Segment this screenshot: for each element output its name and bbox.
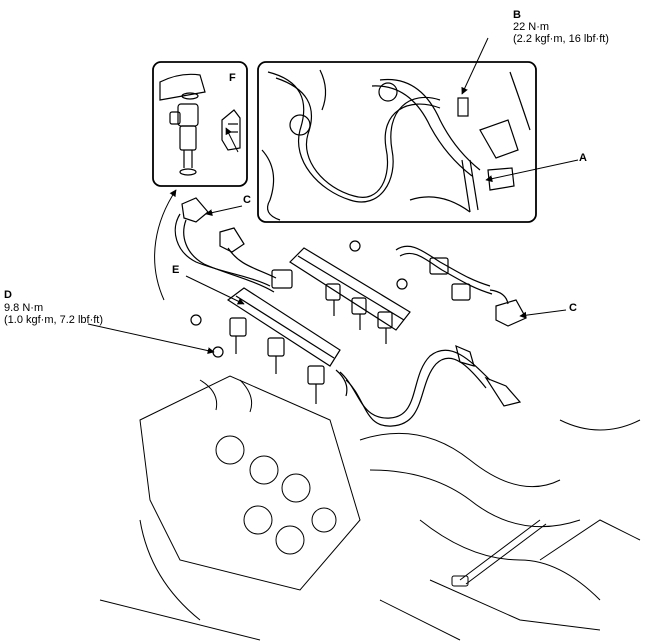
callout-c-upper: C (243, 194, 251, 206)
callout-d-letter: D (4, 289, 12, 301)
injector-detail-inset (152, 61, 248, 187)
engine-block (99, 375, 641, 641)
sensor-detail-inset (257, 61, 537, 223)
callout-e: E (172, 264, 180, 276)
rear-fuel-rail (289, 240, 411, 344)
callout-c-right: C (569, 302, 577, 314)
fuel-feed-hose (339, 344, 522, 427)
injector-connectors-right (395, 245, 527, 327)
leader-lines (87, 37, 579, 355)
callout-a: A (579, 152, 587, 164)
injector-connectors-upper (174, 197, 293, 293)
callout-d-torque-alt: (1.0 kgf·m, 7.2 lbf·ft) (4, 314, 104, 326)
callout-d-torque: 9.8 N·m (4, 302, 44, 314)
callout-b-torque: 22 N·m (513, 21, 550, 33)
front-fuel-rail (190, 287, 348, 404)
callout-b-torque-alt: (2.2 kgf·m, 16 lbf·ft) (513, 33, 609, 45)
callout-f: F (229, 72, 236, 84)
callout-b-letter: B (513, 9, 521, 21)
